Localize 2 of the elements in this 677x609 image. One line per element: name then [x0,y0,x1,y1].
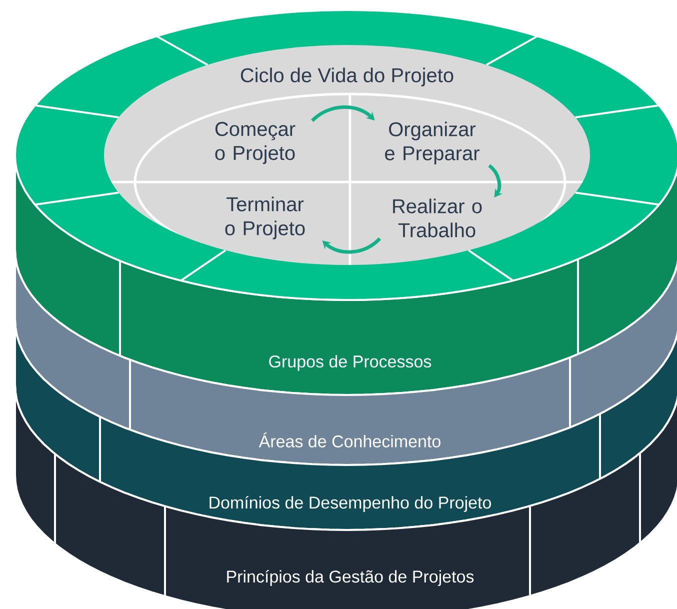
quadrant-label: Realizar o Trabalho [393,198,482,238]
quadrant-label: Terminar o Projeto [225,196,305,240]
